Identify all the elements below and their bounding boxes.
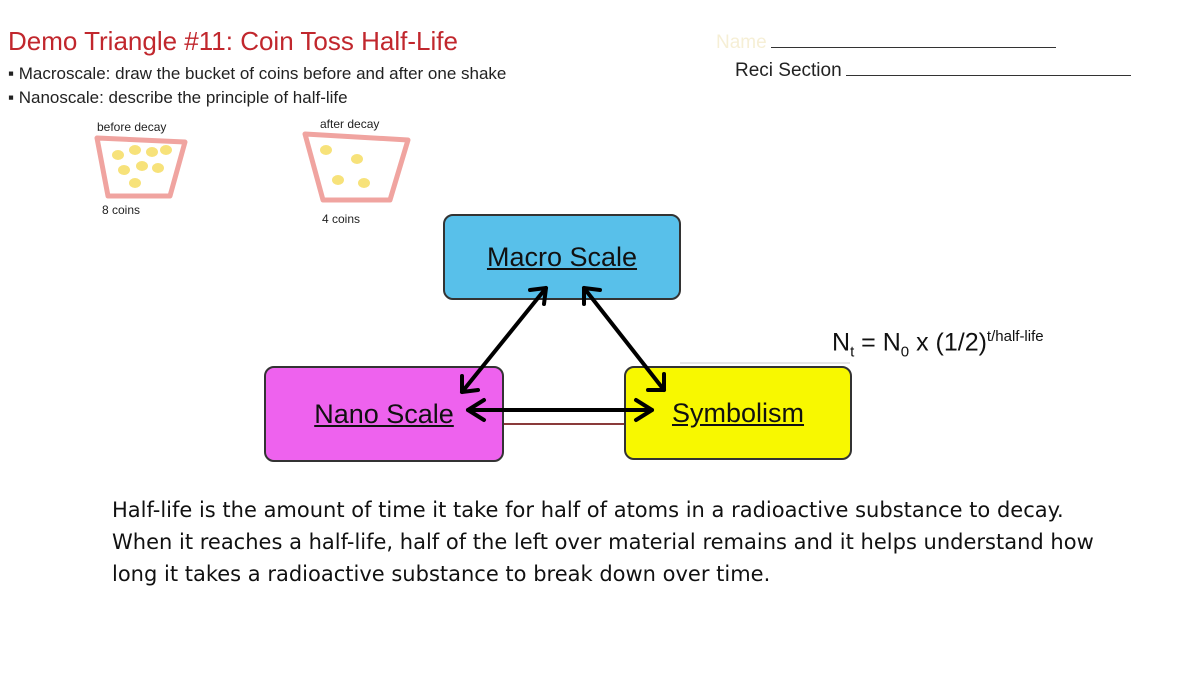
before-coins-caption: 8 coins bbox=[102, 203, 141, 217]
page-title: Demo Triangle #11: Coin Toss Half-Life bbox=[8, 26, 458, 56]
name-field[interactable]: Name bbox=[716, 32, 1056, 54]
bullet-nanoscale: ▪ Nanoscale: describe the principle of h… bbox=[8, 88, 348, 107]
macro-scale-box: Macro Scale bbox=[443, 214, 681, 300]
name-field-line[interactable] bbox=[770, 33, 1056, 48]
after-coins-caption: 4 coins bbox=[322, 212, 361, 226]
symbolism-label: Symbolism bbox=[671, 397, 805, 428]
before-decay-label: before decay bbox=[97, 120, 167, 134]
arrow-macro-nano bbox=[460, 286, 548, 394]
after-bucket-drawing bbox=[302, 131, 411, 203]
half-life-formula: Nt = N0 x (1/2)t/half-life bbox=[832, 328, 1044, 360]
macro-scale-label: Macro Scale bbox=[486, 241, 638, 272]
formula-rhs-subscript: 0 bbox=[900, 343, 910, 361]
formula-equals: = N bbox=[854, 328, 901, 357]
nano-scale-label: Nano Scale bbox=[314, 398, 454, 429]
reci-section-label: Reci Section bbox=[735, 60, 842, 81]
formula-lhs-subscript: t bbox=[850, 343, 855, 361]
after-decay-label: after decay bbox=[320, 117, 380, 131]
name-field-label: Name bbox=[716, 32, 767, 53]
arrow-macro-symbolism bbox=[582, 286, 666, 392]
reci-section-line[interactable] bbox=[845, 61, 1131, 76]
formula-exponent: t/half-life bbox=[986, 328, 1044, 345]
half-life-explanation: Half-life is the amount of time it take … bbox=[112, 498, 1094, 586]
bullet-macroscale: ▪ Macroscale: draw the bucket of coins b… bbox=[8, 64, 507, 83]
arrow-nano-symbolism bbox=[466, 398, 654, 422]
before-bucket-drawing bbox=[94, 135, 188, 199]
formula-middle: x (1/2) bbox=[909, 328, 987, 357]
reci-section-field[interactable]: Reci Section bbox=[735, 60, 1131, 82]
formula-lhs: N bbox=[832, 328, 851, 357]
symbolism-box: Symbolism bbox=[624, 366, 852, 460]
